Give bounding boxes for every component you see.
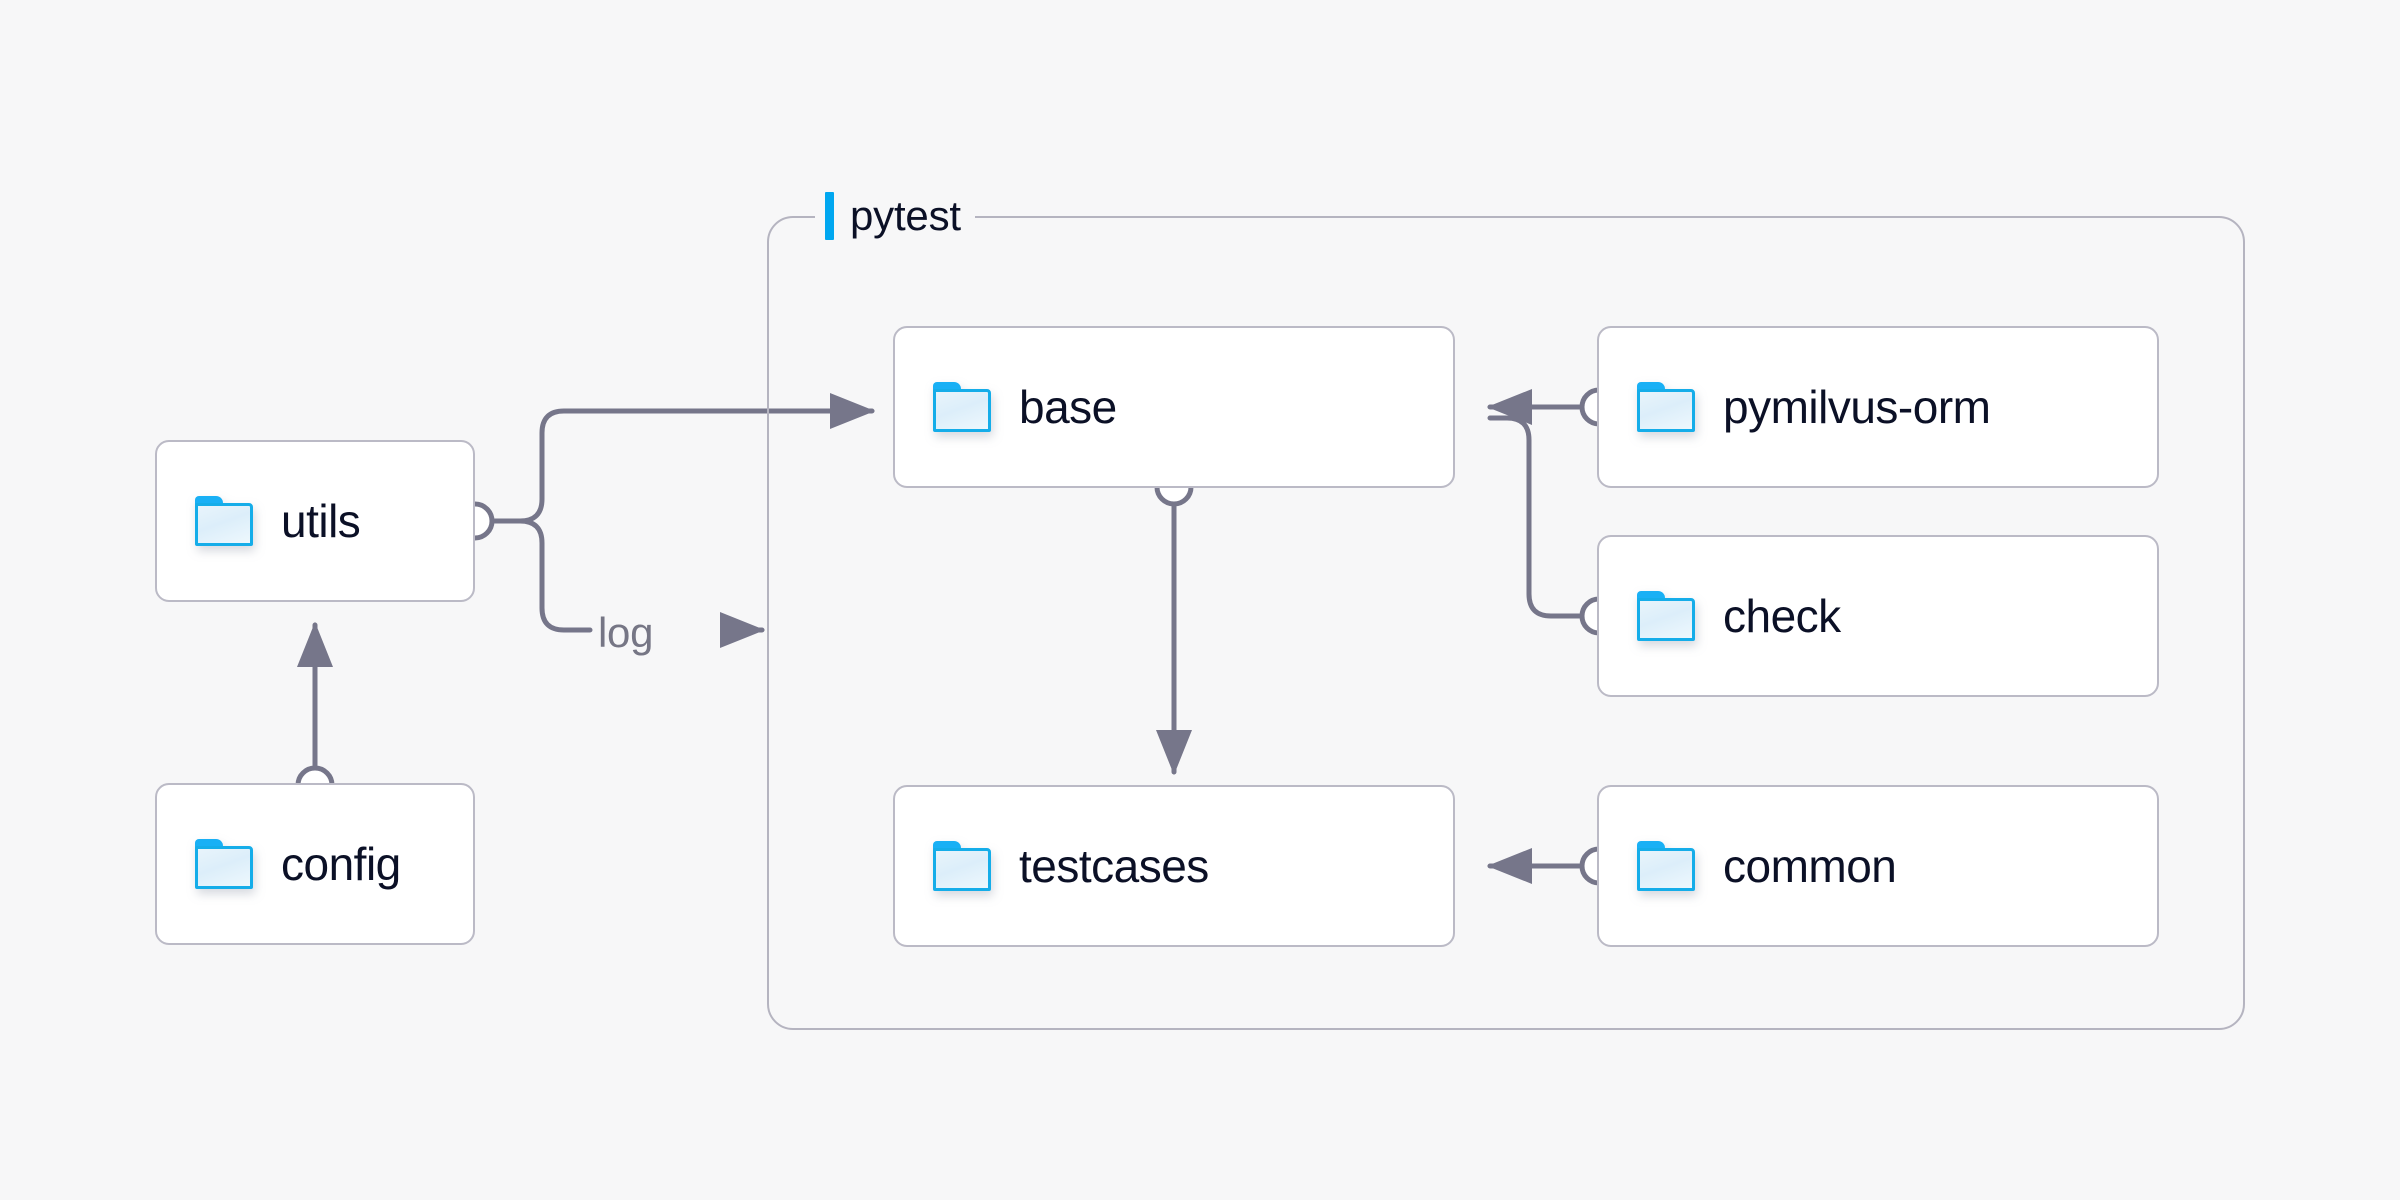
- folder-icon: [195, 839, 253, 889]
- group-accent-bar: [825, 192, 834, 240]
- group-pytest-box: [767, 216, 2245, 1030]
- folder-icon: [1637, 591, 1695, 641]
- node-config[interactable]: config: [155, 783, 475, 945]
- node-label-base: base: [1019, 381, 1117, 433]
- edge-utils-to-log: [489, 518, 593, 633]
- node-label-testcases: testcases: [1019, 840, 1209, 892]
- group-pytest-header: pytest: [815, 188, 975, 244]
- node-label-check: check: [1723, 590, 1841, 642]
- node-base[interactable]: base: [893, 326, 1455, 488]
- node-label-common: common: [1723, 840, 1897, 892]
- node-check[interactable]: check: [1597, 535, 2159, 697]
- node-common[interactable]: common: [1597, 785, 2159, 947]
- edge-label-log: log: [598, 609, 654, 656]
- node-pymilvus-orm[interactable]: pymilvus-orm: [1597, 326, 2159, 488]
- node-testcases[interactable]: testcases: [893, 785, 1455, 947]
- folder-icon: [195, 496, 253, 546]
- folder-icon: [1637, 841, 1695, 891]
- folder-icon: [933, 382, 991, 432]
- group-title: pytest: [850, 192, 961, 239]
- node-utils[interactable]: utils: [155, 440, 475, 602]
- node-label-config: config: [281, 838, 401, 890]
- folder-icon: [933, 841, 991, 891]
- node-label-utils: utils: [281, 495, 361, 547]
- node-label-pymilvus-orm: pymilvus-orm: [1723, 381, 1991, 433]
- folder-icon: [1637, 382, 1695, 432]
